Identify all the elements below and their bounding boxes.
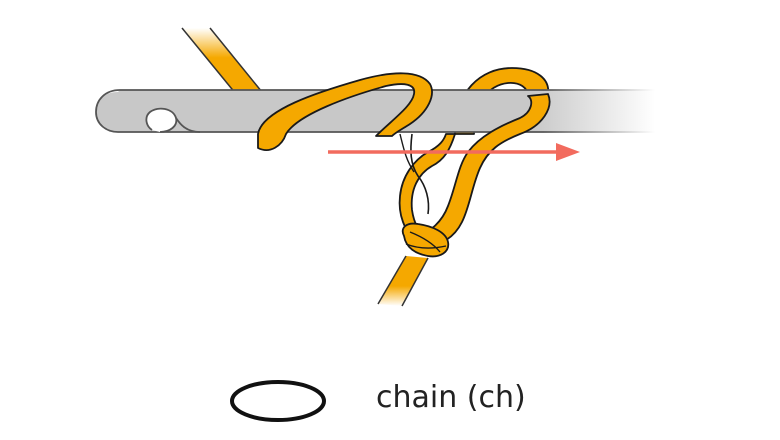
yarn-tail-top (181, 27, 263, 95)
chain-oval-icon (230, 380, 326, 422)
yarn-tail-bottom (377, 255, 429, 307)
legend-label: chain (ch) (376, 380, 526, 415)
yarn-loop-on-hook (257, 72, 433, 151)
crochet-hook (95, 89, 655, 133)
slip-knot (401, 222, 450, 258)
pull-through-arrow (328, 143, 580, 161)
